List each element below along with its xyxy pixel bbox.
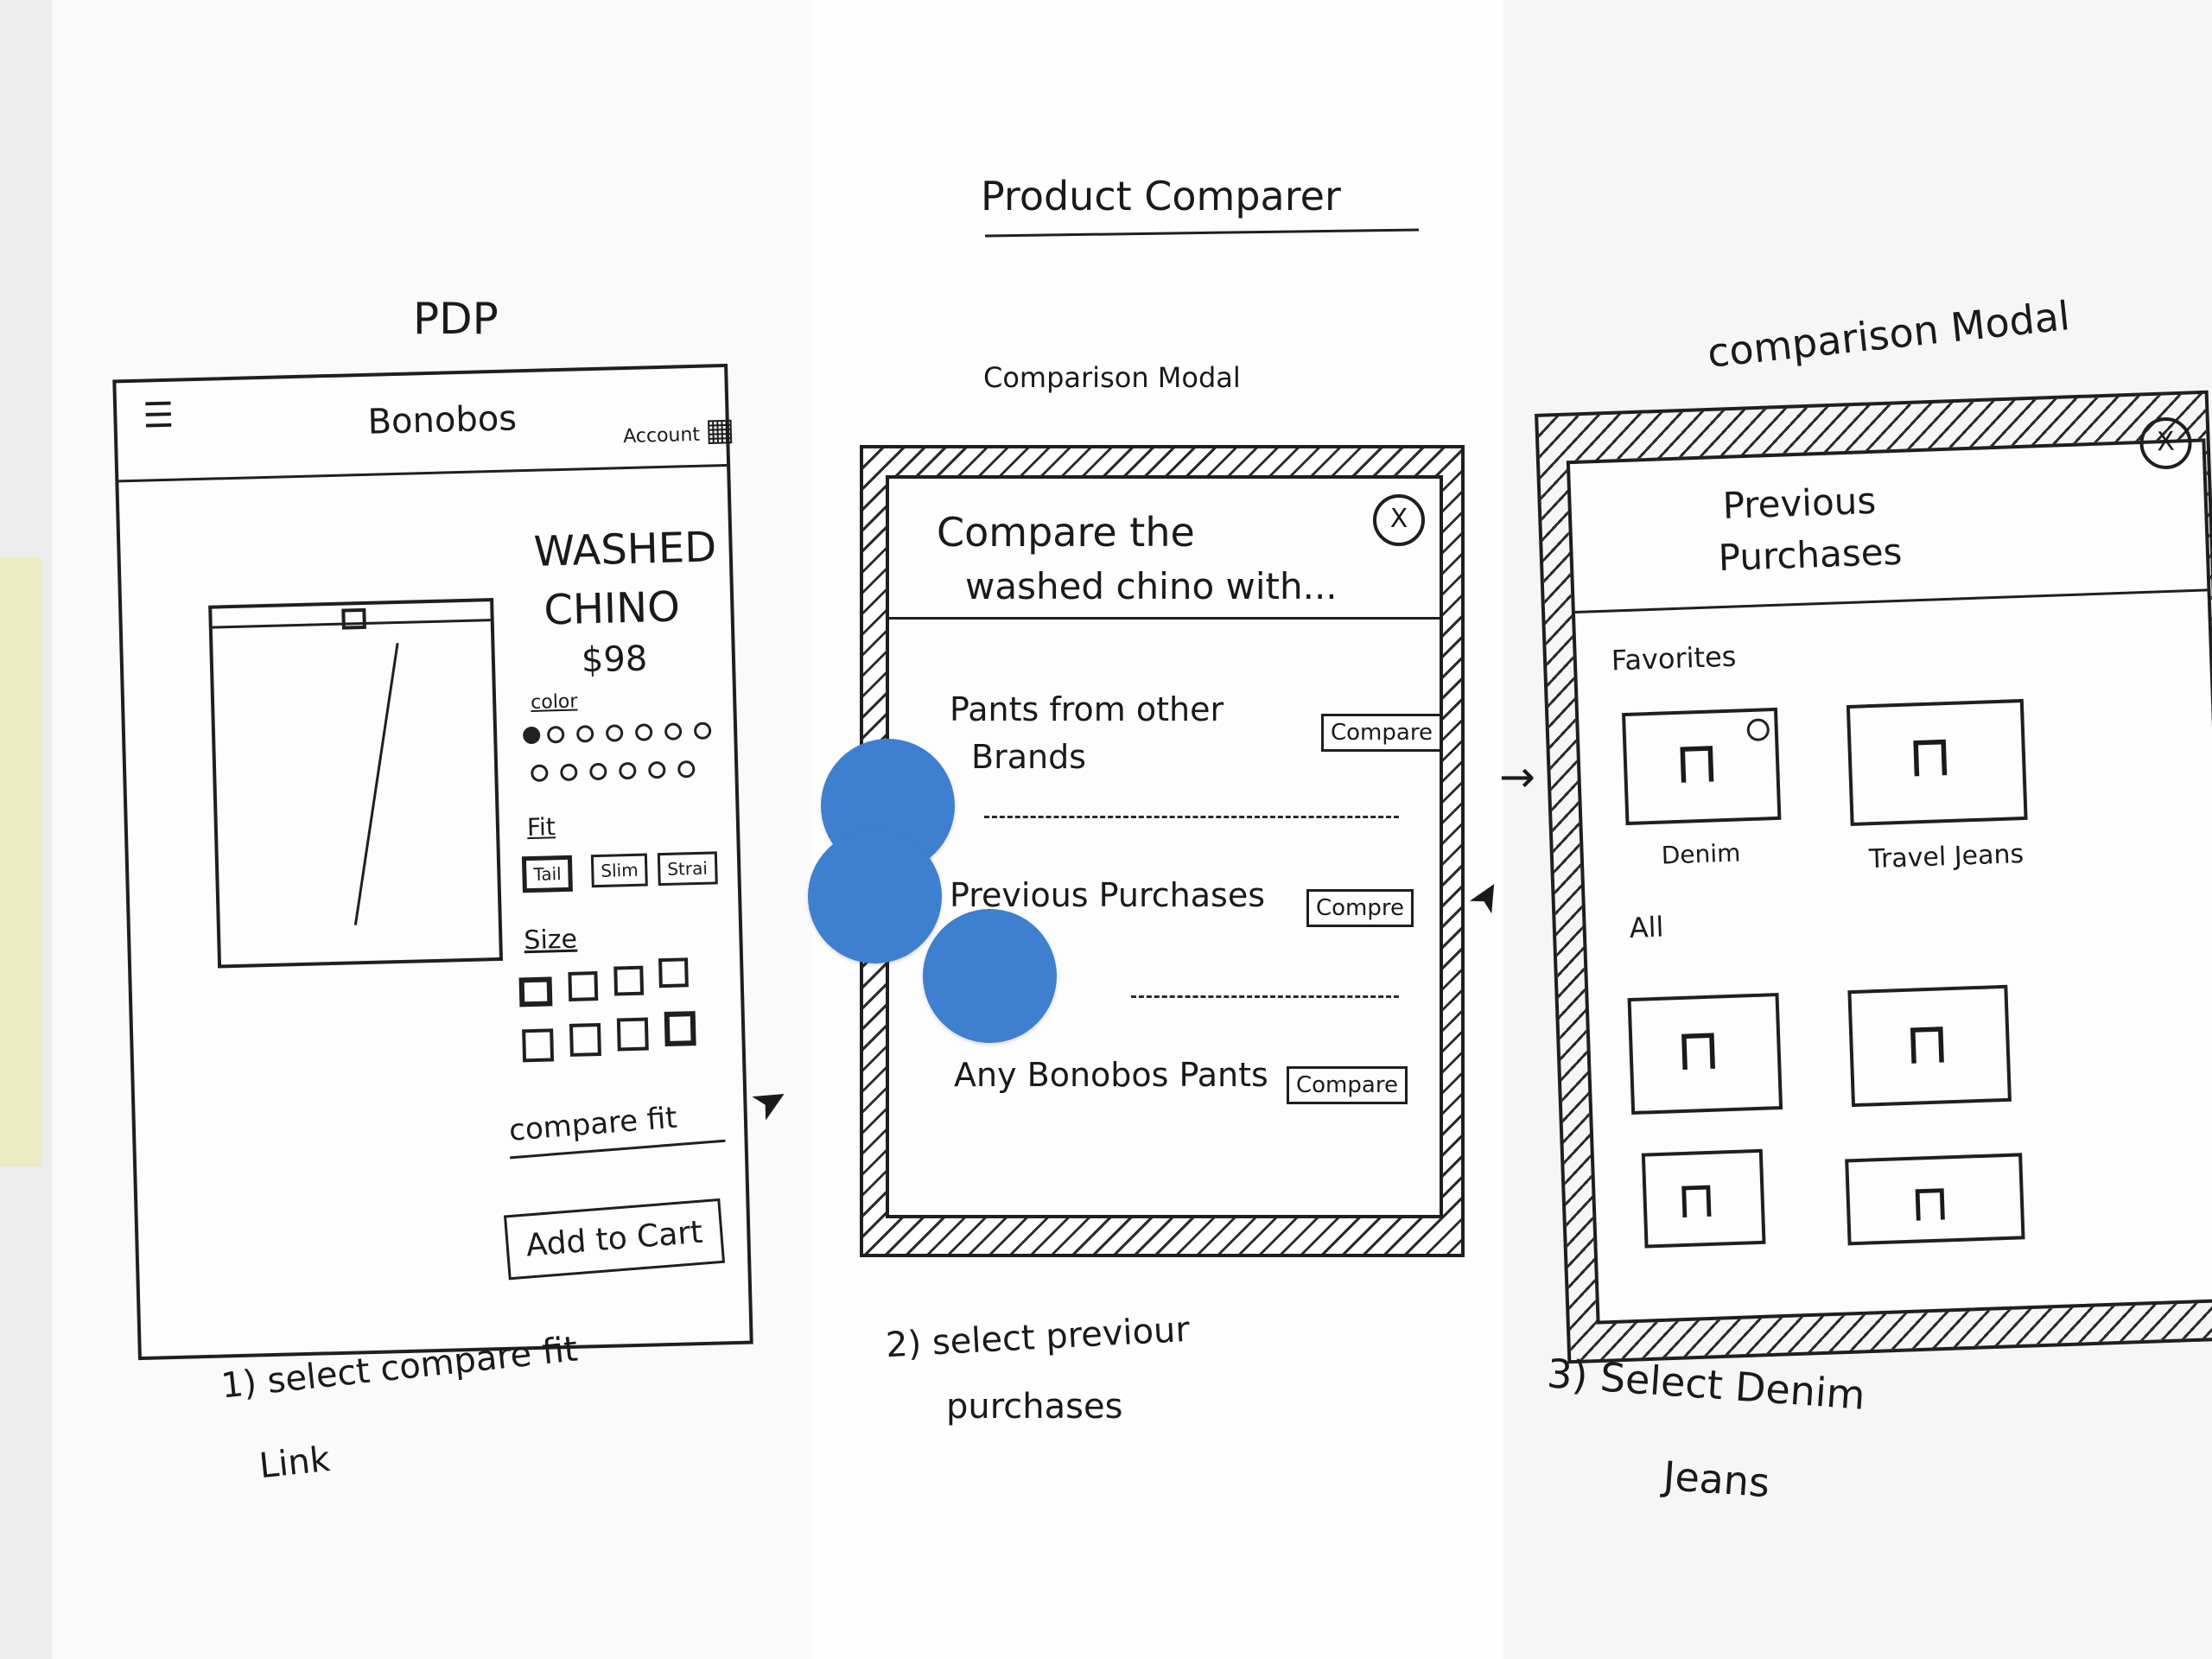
color-swatch[interactable] <box>677 760 696 779</box>
color-label: color <box>530 690 578 714</box>
fit-option-slim[interactable]: Slim <box>590 853 649 888</box>
all-item[interactable]: ⊓ <box>1845 1153 2025 1246</box>
modal3-title-divider <box>1574 588 2208 613</box>
comparison-modal: Compare the washed chino with... X Pants… <box>886 475 1443 1218</box>
arrow-icon: → <box>1499 752 1535 802</box>
pants-icon: ⊓ <box>1675 1015 1722 1084</box>
add-to-cart-button[interactable]: Add to Cart <box>503 1198 725 1281</box>
all-label: All <box>1629 910 1665 944</box>
size-option[interactable] <box>658 957 689 988</box>
pdp-screen: ☰ Bonobos Account ▦ WASHED CHINO $98 col… <box>112 363 753 1361</box>
selected-check-icon <box>1746 718 1770 742</box>
vote-dot <box>923 909 1057 1043</box>
color-swatch[interactable] <box>589 762 607 781</box>
compare-any-bonobos-button[interactable]: Compare <box>1287 1066 1408 1104</box>
close-icon[interactable]: X <box>2139 416 2193 471</box>
vote-dot <box>808 830 942 963</box>
cart-icon[interactable]: ▦ <box>704 411 735 448</box>
pants-icon: ⊓ <box>1906 721 1954 791</box>
caption-step1-2: Link <box>257 1439 333 1487</box>
size-option[interactable] <box>616 1017 649 1052</box>
favorite-label-denim: Denim <box>1661 838 1741 870</box>
row-divider <box>1131 995 1399 998</box>
product-image <box>208 598 504 969</box>
fit-option-straight[interactable]: Strai <box>657 851 718 887</box>
size-option[interactable] <box>522 1028 555 1063</box>
favorite-item-denim[interactable]: ⊓ <box>1622 707 1782 826</box>
size-option[interactable] <box>613 965 645 996</box>
page-title: Product Comparer <box>981 173 1341 219</box>
color-swatch[interactable] <box>619 761 637 780</box>
row-any-bonobos-label: Any Bonobos Pants <box>954 1056 1268 1094</box>
color-swatches[interactable] <box>522 721 732 796</box>
account-link[interactable]: Account <box>622 423 701 448</box>
color-swatch[interactable] <box>546 725 565 744</box>
modal-title-2: washed chino with... <box>965 565 1338 607</box>
brand-logo[interactable]: Bonobos <box>367 398 518 442</box>
modal-title: Compare the <box>937 509 1195 556</box>
color-swatch[interactable] <box>664 722 683 741</box>
screen2-heading: Comparison Modal <box>983 361 1241 394</box>
pants-icon: ⊓ <box>1909 1173 1951 1233</box>
pants-icon: ⊓ <box>1904 1009 1951 1077</box>
product-name-2: CHINO <box>543 582 681 635</box>
color-swatch[interactable] <box>575 725 594 743</box>
favorites-label: Favorites <box>1611 639 1738 677</box>
compare-other-brands-button[interactable]: Compare <box>1321 714 1442 752</box>
all-item[interactable]: ⊓ <box>1641 1148 1766 1249</box>
all-item[interactable]: ⊓ <box>1847 984 2012 1108</box>
modal-title-divider <box>889 617 1440 620</box>
modal3-title-2: Purchases <box>1717 530 1904 580</box>
fit-label: Fit <box>526 812 556 842</box>
fit-option-tail[interactable]: Tail <box>521 855 574 893</box>
compare-fit-link[interactable]: compare fit <box>507 1100 679 1148</box>
favorite-label-travel-jeans: Travel Jeans <box>1868 839 2024 875</box>
pants-icon: ⊓ <box>1673 728 1720 798</box>
size-option[interactable] <box>568 971 599 1001</box>
pants-icon: ⊓ <box>1675 1169 1718 1230</box>
color-swatch-selected[interactable] <box>522 726 541 745</box>
color-swatch[interactable] <box>531 764 549 782</box>
color-swatch[interactable] <box>634 723 653 741</box>
color-swatch[interactable] <box>693 721 712 741</box>
header-divider <box>118 463 728 483</box>
color-swatch[interactable] <box>560 763 578 782</box>
sticky-note <box>0 557 41 1166</box>
size-option-selected[interactable] <box>518 976 553 1007</box>
row-previous-purchases-label: Previous Purchases <box>950 876 1266 914</box>
color-swatch[interactable] <box>648 760 666 779</box>
screen1-heading: PDP <box>413 294 499 344</box>
favorite-item-travel-jeans[interactable]: ⊓ <box>1846 698 2028 826</box>
row-other-brands-label: Pants from other <box>950 690 1224 728</box>
size-label: Size <box>523 924 578 957</box>
product-price: $98 <box>581 639 648 681</box>
all-item[interactable]: ⊓ <box>1627 993 1783 1116</box>
row-other-brands-label-2: Brands <box>971 738 1086 776</box>
previous-purchases-modal: Previous Purchases X Favorites ⊓ Denim ⊓… <box>1566 416 2212 1325</box>
product-name: WASHED <box>532 523 717 576</box>
color-swatch[interactable] <box>605 724 624 742</box>
caption-step3-2: Jeans <box>1662 1452 1771 1507</box>
close-icon[interactable]: X <box>1373 494 1425 546</box>
size-option[interactable] <box>664 1011 696 1047</box>
modal3-title: Previous <box>1721 479 1877 527</box>
hamburger-icon[interactable]: ☰ <box>142 395 175 436</box>
row-divider <box>984 816 1399 818</box>
size-option[interactable] <box>569 1022 601 1057</box>
compare-previous-purchases-button[interactable]: Compre <box>1306 889 1414 927</box>
caption-step2-2: purchases <box>946 1387 1123 1427</box>
